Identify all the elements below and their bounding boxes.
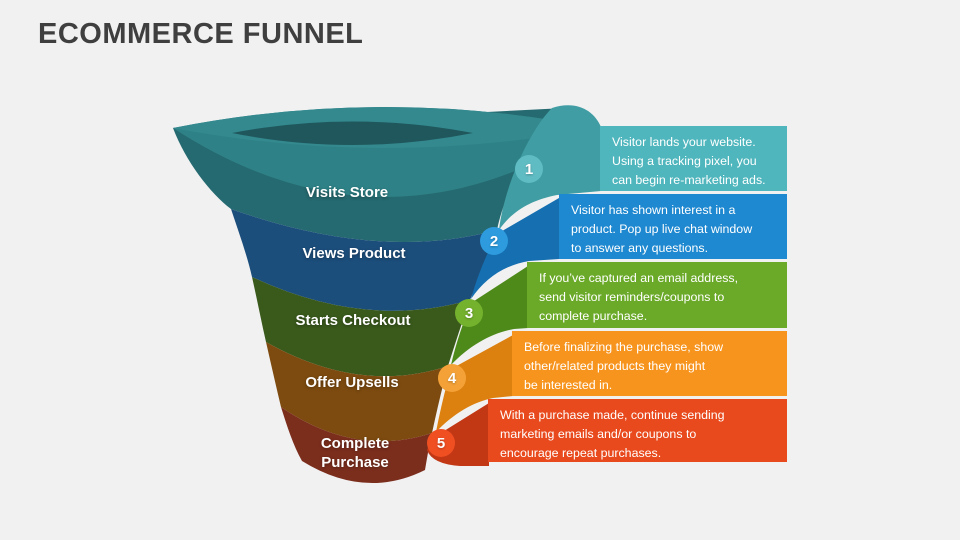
funnel-level-3-body	[252, 277, 470, 377]
funnel-level-4-band	[436, 335, 513, 432]
funnel-level-1-band	[499, 105, 601, 230]
step-3-badge: 3	[455, 299, 483, 327]
funnel-level-5-body	[281, 407, 432, 484]
step-5-description-box: With a purchase made, continue sending m…	[488, 399, 787, 462]
funnel-level-2-body	[231, 209, 497, 311]
funnel-rim-hole	[232, 121, 473, 145]
page-title: ECOMMERCE FUNNEL	[38, 18, 364, 50]
step-3-description-box: If you’ve captured an email address, sen…	[527, 262, 787, 328]
funnel-level-4-body	[266, 342, 448, 442]
step-2-badge: 2	[480, 227, 508, 255]
funnel-level-4-label: Offer Upsells	[305, 374, 399, 391]
step-2-description-box: Visitor has shown interest in a product.…	[559, 194, 787, 259]
funnel-level-2-band	[471, 198, 559, 299]
funnel-level-3-band	[451, 266, 528, 365]
funnel-level-5-label: Complete Purchase	[320, 435, 390, 471]
step-4-badge: 4	[438, 364, 466, 392]
funnel-level-3-label: Starts Checkout	[295, 312, 411, 329]
step-1-badge: 1	[515, 155, 543, 183]
funnel-level-2-label: Views Product	[302, 245, 406, 262]
step-5-badge: 5	[427, 429, 455, 457]
step-1-description-box: Visitor lands your website. Using a trac…	[600, 126, 787, 191]
funnel-level-1-label: Visits Store	[305, 184, 389, 201]
step-4-description-box: Before finalizing the purchase, show oth…	[512, 331, 787, 396]
